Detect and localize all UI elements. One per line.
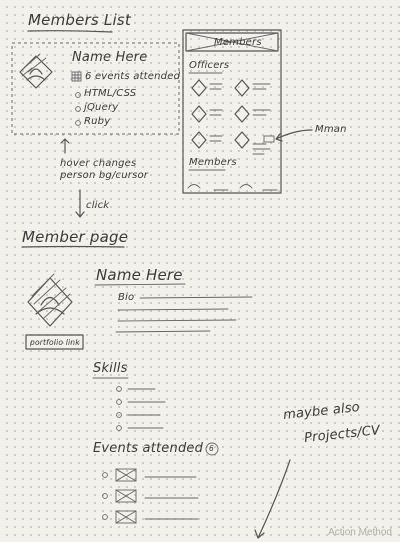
mobile-frame bbox=[182, 29, 282, 194]
click-note: click bbox=[86, 200, 110, 211]
brand-watermark: Action Method bbox=[328, 527, 392, 538]
card-skill-bullet bbox=[75, 120, 81, 126]
skill-bullet bbox=[116, 425, 122, 431]
down-arrow bbox=[75, 189, 85, 218]
skill-bullet bbox=[116, 386, 122, 392]
portfolio-link-box bbox=[25, 334, 84, 350]
member-card-outline bbox=[11, 42, 180, 135]
skills-label: Skills bbox=[93, 361, 128, 376]
card-skill-3: Ruby bbox=[84, 116, 111, 127]
event-row bbox=[102, 489, 199, 503]
card-avatar-icon bbox=[19, 53, 53, 89]
member-page-underline bbox=[21, 245, 125, 248]
skill-bullet bbox=[116, 412, 122, 418]
members-row bbox=[187, 184, 278, 191]
officer-row bbox=[191, 79, 271, 97]
members-label: Members bbox=[189, 157, 237, 168]
bio-label: Bio bbox=[118, 292, 135, 303]
callout-arrow bbox=[275, 129, 313, 142]
card-skill-2: jQuery bbox=[84, 102, 119, 113]
members-list-title: Members List bbox=[28, 11, 131, 29]
note-arrow bbox=[254, 459, 291, 539]
profile-avatar-icon bbox=[27, 273, 73, 327]
callout-label: Mman bbox=[315, 124, 347, 135]
events-attended-label: Events attended bbox=[93, 441, 204, 456]
hover-note-line2: person bg/cursor bbox=[60, 170, 149, 181]
calendar-icon bbox=[71, 71, 82, 82]
officer-row bbox=[191, 131, 275, 155]
card-name: Name Here bbox=[72, 50, 148, 65]
up-arrow bbox=[60, 138, 70, 154]
event-row bbox=[102, 510, 199, 524]
event-row bbox=[102, 468, 197, 482]
portfolio-link: portfolio link bbox=[30, 338, 80, 347]
mobile-header-bar bbox=[185, 32, 279, 52]
card-skill-bullet bbox=[75, 106, 81, 112]
member-page-title: Member page bbox=[22, 228, 129, 246]
hover-note-line1: hover changes bbox=[60, 158, 137, 169]
events-count: 6 bbox=[209, 444, 214, 453]
officers-label: Officers bbox=[189, 60, 230, 71]
card-events-attended: 6 events attended bbox=[85, 71, 181, 82]
bio-lines bbox=[115, 296, 253, 333]
profile-name: Name Here bbox=[96, 266, 183, 284]
officer-row bbox=[191, 105, 271, 123]
members-list-underline bbox=[27, 30, 113, 33]
mobile-header-title: Members bbox=[214, 37, 262, 48]
skill-bullet bbox=[116, 399, 122, 405]
name-underline bbox=[94, 283, 186, 286]
card-skill-1: HTML/CSS bbox=[84, 88, 137, 99]
card-skill-bullet bbox=[75, 92, 81, 98]
events-count-circle bbox=[205, 442, 219, 456]
